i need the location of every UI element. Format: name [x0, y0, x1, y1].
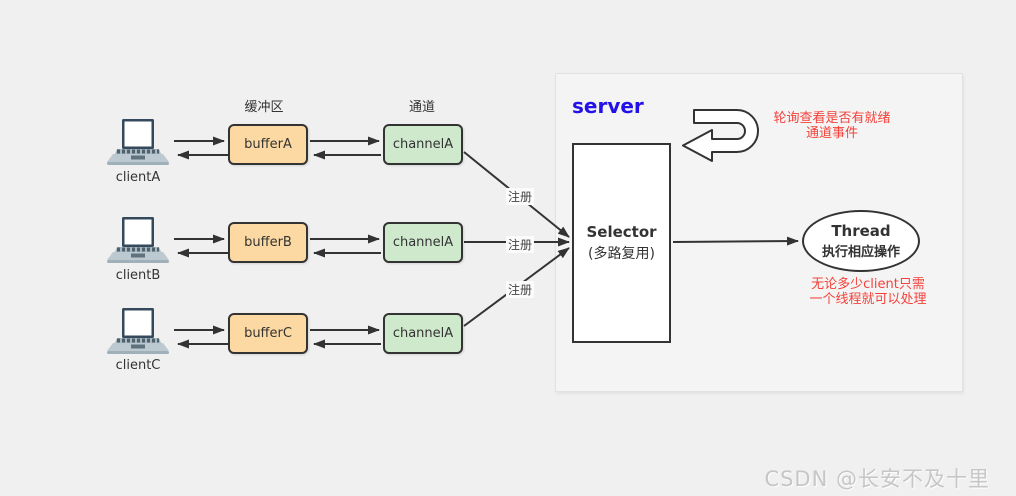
- buffer-node-label: bufferC: [244, 326, 292, 341]
- poll-note-line2: 通道事件: [805, 126, 858, 141]
- client-label: clientA: [115, 170, 161, 185]
- selector-node[interactable]: Selector (多路复用): [572, 143, 671, 343]
- poll-note-line1: 轮询查看是否有就绪: [773, 111, 891, 126]
- laptop-icon: [103, 307, 173, 361]
- buffer-column-label: 缓冲区: [244, 100, 284, 115]
- poll-note: 轮询查看是否有就绪 通道事件: [757, 111, 907, 141]
- register-label: 注册: [506, 281, 535, 298]
- thread-title: Thread: [831, 222, 891, 240]
- channel-column-label: 通道: [408, 100, 435, 115]
- thread-note: 无论多少client只需 一个线程就可以处理: [793, 277, 943, 307]
- channel-node[interactable]: channelA: [383, 222, 463, 263]
- thread-subtitle: 执行相应操作: [821, 245, 900, 260]
- register-label: 注册: [506, 188, 535, 205]
- server-title: server: [572, 94, 644, 118]
- register-label: 注册: [506, 236, 535, 253]
- buffer-node-label: bufferB: [244, 235, 292, 250]
- client-label: clientC: [115, 358, 161, 373]
- laptop-icon: [103, 118, 173, 172]
- buffer-node-label: bufferA: [244, 137, 292, 152]
- selector-subtitle: (多路复用): [588, 246, 655, 262]
- channel-node[interactable]: channelA: [383, 124, 463, 165]
- csdn-watermark: CSDN @长安不及十里: [764, 467, 990, 491]
- laptop-icon: [103, 216, 173, 270]
- channel-node-label: channelA: [392, 326, 454, 341]
- channel-node-label: channelA: [392, 235, 454, 250]
- channel-node-label: channelA: [392, 137, 454, 152]
- buffer-node[interactable]: bufferA: [228, 124, 308, 165]
- selector-title: Selector: [586, 223, 657, 241]
- thread-note-line1: 无论多少client只需: [811, 277, 925, 292]
- buffer-node[interactable]: bufferC: [228, 313, 308, 354]
- client-label: clientB: [115, 268, 161, 283]
- thread-node[interactable]: Thread 执行相应操作: [802, 210, 920, 272]
- thread-note-line2: 一个线程就可以处理: [809, 292, 927, 307]
- channel-node[interactable]: channelA: [383, 313, 463, 354]
- buffer-node[interactable]: bufferB: [228, 222, 308, 263]
